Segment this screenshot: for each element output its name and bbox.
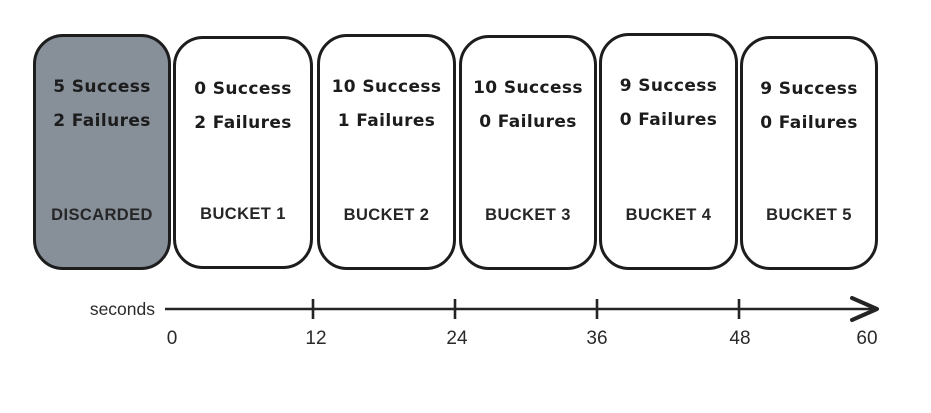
bucket-counts: 9 Success 0 Failures [602, 69, 735, 137]
bucket-4: 9 Success 0 Failures BUCKET 4 [599, 33, 738, 270]
bucket-counts: 5 Success 2 Failures [36, 70, 168, 138]
bucket-discarded: 5 Success 2 Failures DISCARDED [33, 34, 171, 270]
bucket-label: DISCARDED [51, 206, 153, 224]
axis-tick-label-60: 60 [856, 328, 878, 349]
bucket-counts: 10 Success 1 Failures [320, 70, 453, 138]
failure-count: 1 Failures [337, 111, 436, 131]
timeline-arrow [165, 296, 879, 322]
bucket-2: 10 Success 1 Failures BUCKET 2 [317, 34, 456, 270]
bucket-1: 0 Success 2 Failures BUCKET 1 [173, 36, 313, 269]
failure-count: 0 Failures [479, 112, 577, 132]
bucket-label: BUCKET 5 [766, 206, 852, 224]
failure-count: 0 Failures [619, 110, 718, 130]
axis-tick-label-36: 36 [586, 328, 608, 349]
failure-count: 0 Failures [760, 113, 858, 133]
bucket-3: 10 Success 0 Failures BUCKET 3 [459, 35, 597, 270]
success-count: 10 Success [331, 77, 442, 97]
success-count: 9 Success [760, 79, 858, 99]
axis-tick-label-48: 48 [729, 328, 751, 349]
success-count: 10 Success [473, 78, 583, 98]
success-count: 5 Success [53, 77, 151, 97]
axis-tick-label-24: 24 [446, 328, 468, 349]
bucket-counts: 0 Success 2 Failures [176, 72, 310, 140]
arrowhead-icon [850, 296, 879, 322]
failure-count: 2 Failures [53, 111, 151, 131]
bucket-label: BUCKET 2 [343, 206, 430, 224]
bucket-counts: 9 Success 0 Failures [743, 72, 875, 140]
axis-tick-label-12: 12 [305, 328, 327, 349]
success-count: 9 Success [619, 76, 718, 96]
bucket-label: BUCKET 1 [200, 205, 286, 223]
failure-count: 2 Failures [194, 113, 292, 133]
axis-unit-label: seconds [89, 299, 155, 319]
bucket-counts: 10 Success 0 Failures [462, 71, 594, 139]
bucket-label: BUCKET 3 [485, 206, 571, 224]
bucket-5: 9 Success 0 Failures BUCKET 5 [740, 36, 878, 270]
bucket-label: BUCKET 4 [625, 206, 712, 224]
success-count: 0 Success [194, 79, 292, 99]
axis-tick-label-0: 0 [166, 328, 178, 349]
